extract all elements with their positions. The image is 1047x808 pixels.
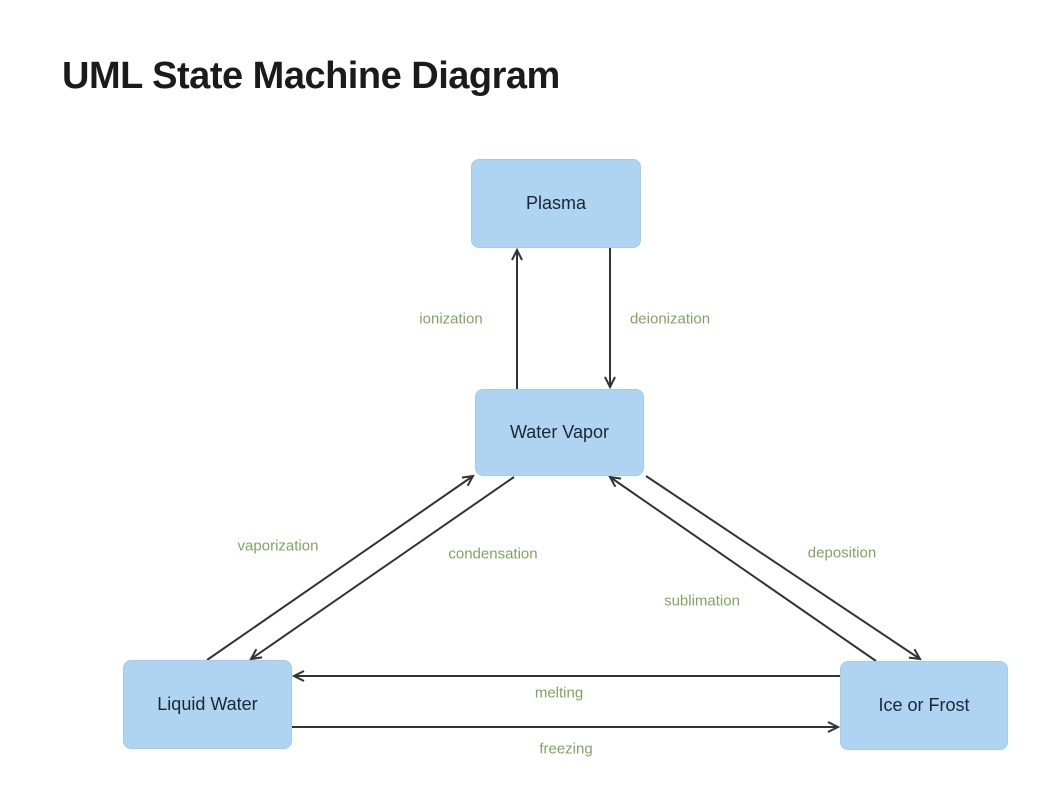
- edge-label-melting: melting: [534, 684, 584, 702]
- arrow-sublimation: [608, 475, 877, 662]
- edge-label-freezing: freezing: [539, 740, 593, 758]
- state-label-liquid-water: Liquid Water: [157, 694, 258, 714]
- edge-label-vaporization: vaporization: [237, 537, 319, 555]
- state-label-water-vapor: Water Vapor: [509, 422, 610, 442]
- edge-label-ionization: ionization: [419, 310, 483, 328]
- state-label-plasma: Plasma: [525, 193, 587, 213]
- arrow-condensation: [249, 476, 515, 661]
- state-ice-or-frost: Ice or Frost: [840, 661, 1008, 750]
- state-plasma: Plasma: [471, 159, 641, 248]
- state-liquid-water: Liquid Water: [123, 660, 292, 749]
- arrow-vaporization: [206, 474, 475, 661]
- state-water-vapor: Water Vapor: [475, 389, 644, 476]
- edge-label-deposition: deposition: [807, 544, 877, 562]
- edge-label-sublimation: sublimation: [664, 592, 740, 610]
- page-title: UML State Machine Diagram: [62, 55, 560, 97]
- arrow-deposition: [645, 475, 922, 661]
- edge-label-deionization: deionization: [629, 310, 711, 328]
- state-label-ice-or-frost: Ice or Frost: [878, 695, 970, 715]
- edge-label-condensation: condensation: [448, 545, 538, 563]
